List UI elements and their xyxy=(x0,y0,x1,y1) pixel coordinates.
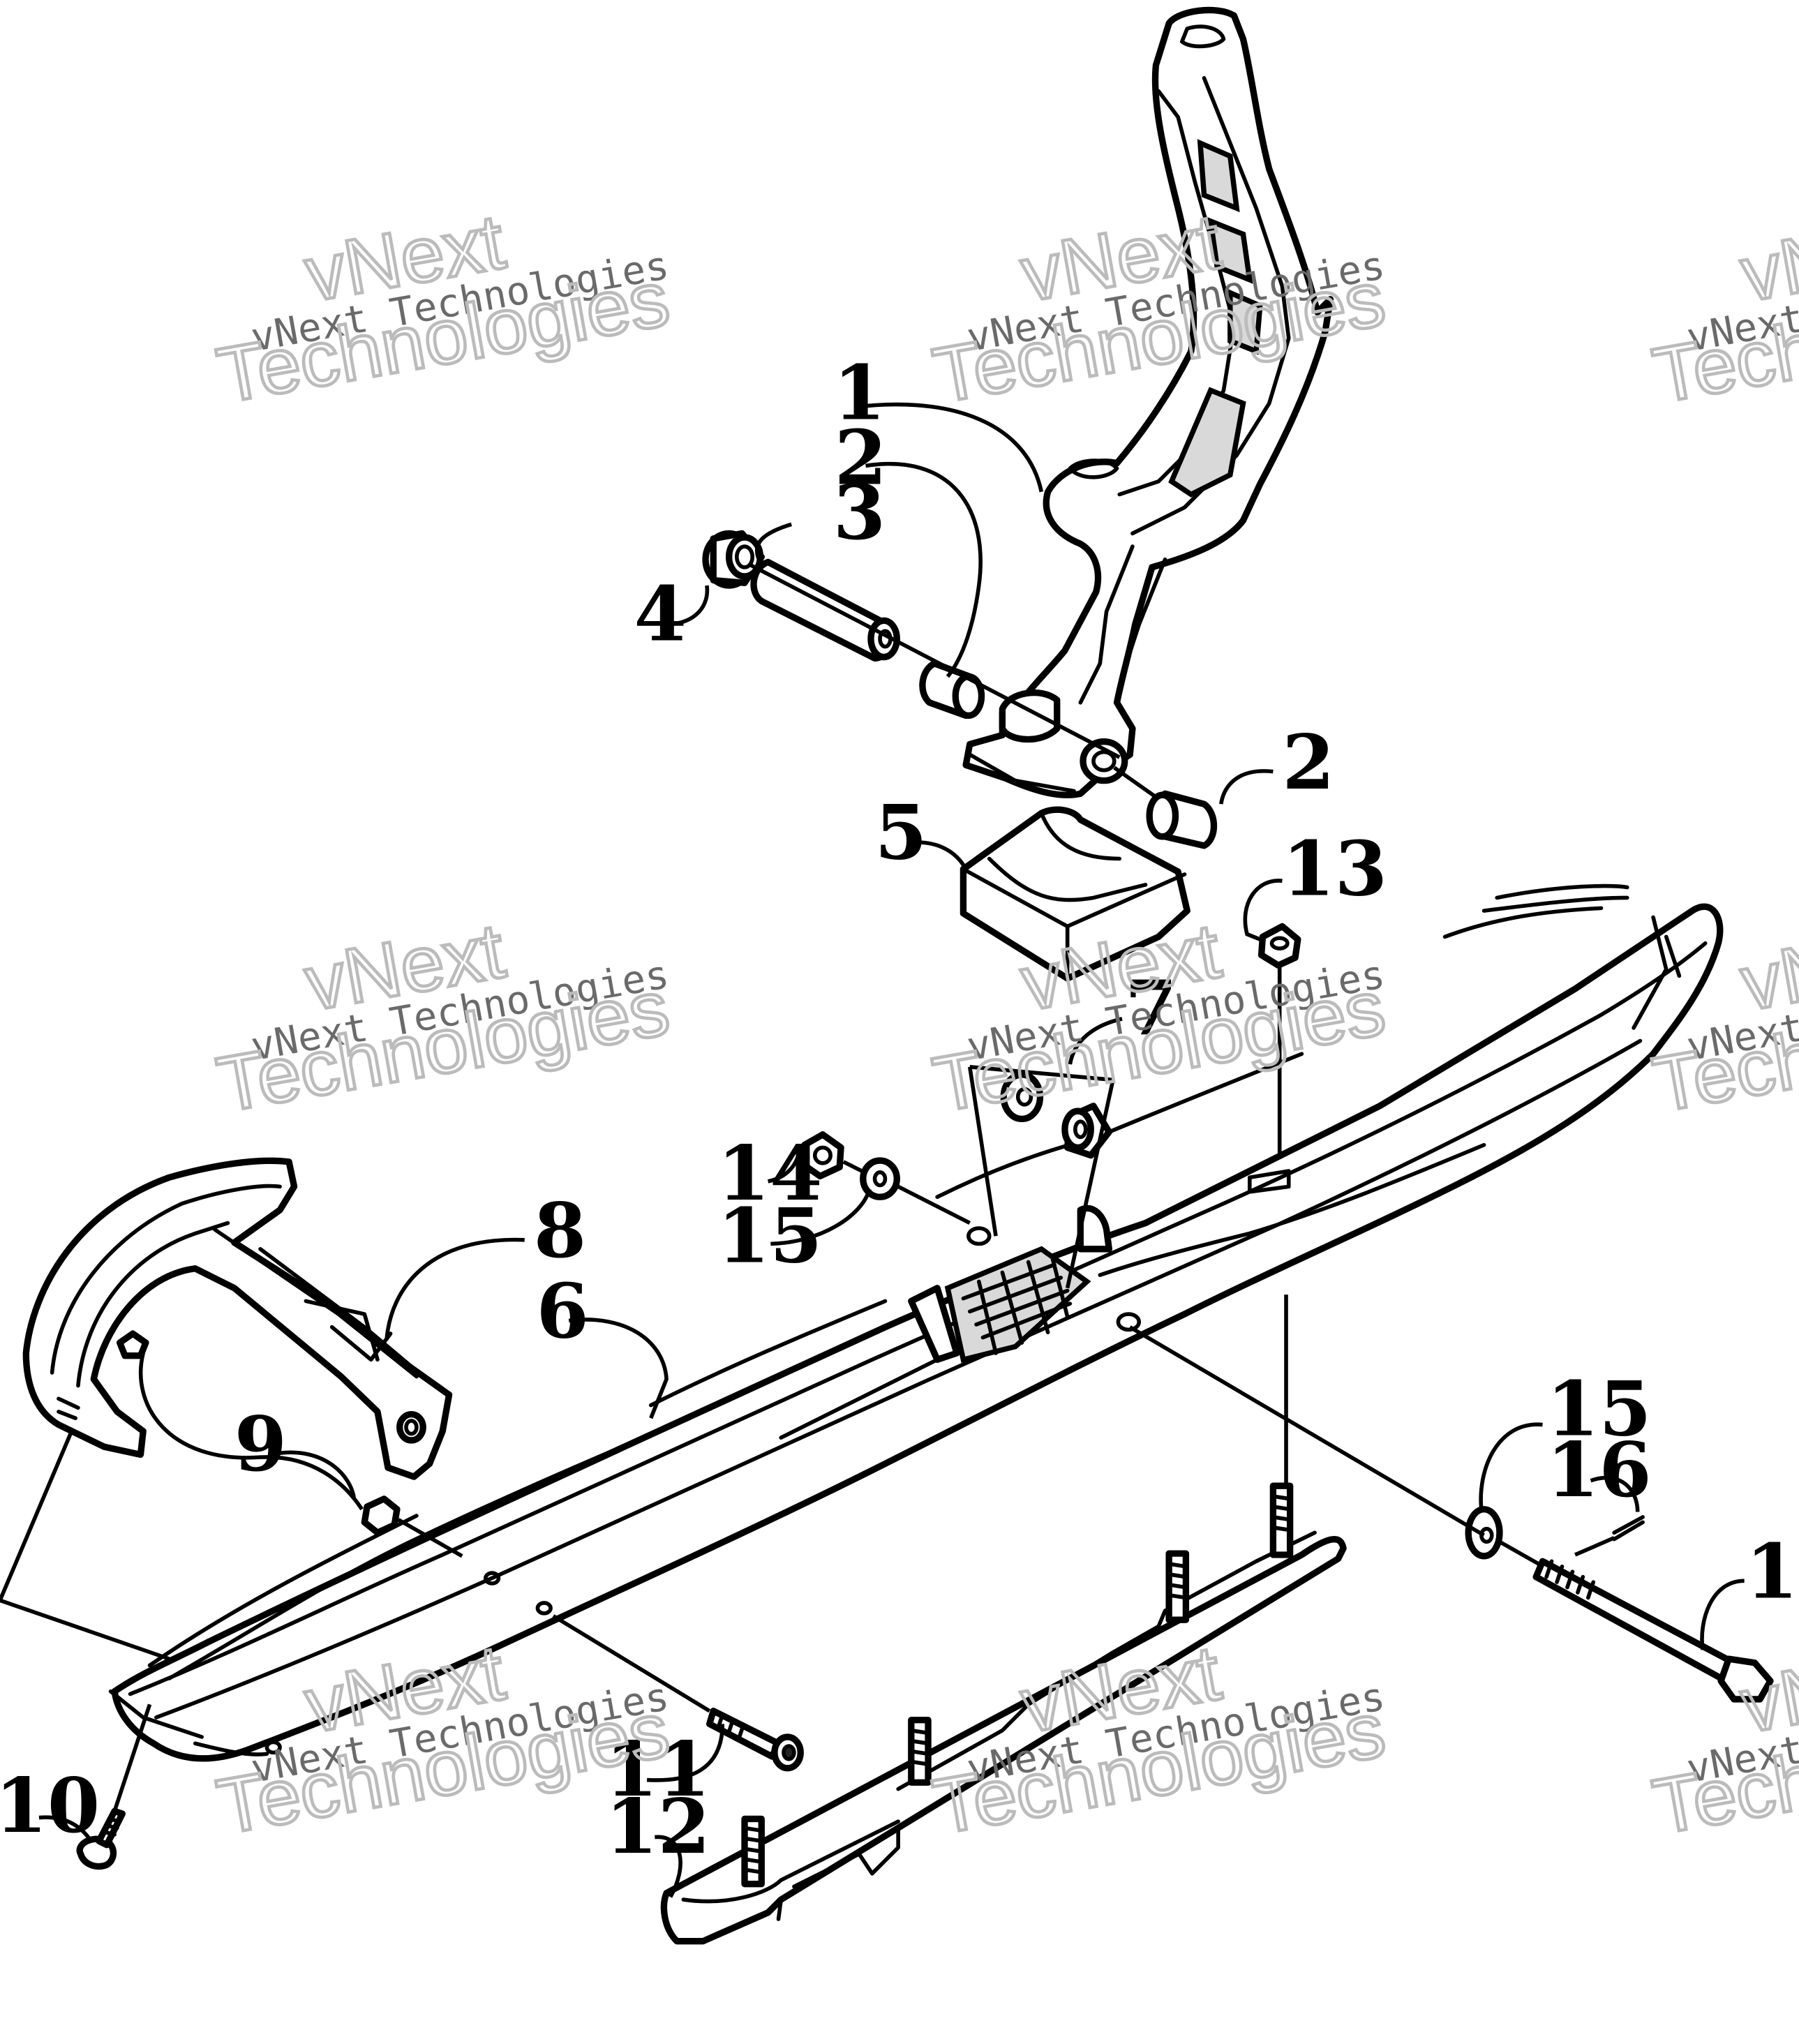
bushing-part-2-lower xyxy=(1146,790,1217,849)
callout-1: 1 xyxy=(833,348,886,437)
callout-6: 6 xyxy=(537,1267,589,1356)
callout-5: 5 xyxy=(875,788,927,877)
ski-grip-pad xyxy=(944,1246,1091,1363)
leader-lines xyxy=(38,402,1745,1898)
callout-15-lower: 15 xyxy=(1546,1364,1652,1453)
callout-9: 9 xyxy=(234,1399,287,1489)
callout-3: 3 xyxy=(833,468,886,557)
callout-7: 7 xyxy=(1125,963,1177,1052)
washer-part-7 xyxy=(1000,1071,1044,1123)
callout-12: 12 xyxy=(605,1782,710,1871)
nut-part-13 xyxy=(1257,923,1301,969)
nut-part-9 xyxy=(361,1495,401,1536)
callout-13: 13 xyxy=(1282,824,1387,913)
wear-bar-part-12 xyxy=(660,1482,1347,1945)
callout-10: 10 xyxy=(0,1761,100,1850)
callout-4: 4 xyxy=(634,569,686,658)
wear-bar-stud xyxy=(1269,1482,1294,1558)
callout-11: 11 xyxy=(605,1724,710,1814)
ski-handle-part-8 xyxy=(22,1157,453,1480)
bolt-part-11 xyxy=(706,1708,804,1772)
callout-16: 16 xyxy=(1546,1425,1652,1514)
callout-8: 8 xyxy=(534,1186,586,1275)
callout-15-upper: 15 xyxy=(717,1191,823,1281)
callout-2-lower: 2 xyxy=(1282,717,1334,807)
bolt-part-17 xyxy=(1532,1558,1774,1703)
callout-2-upper: 2 xyxy=(835,413,887,502)
washer-part-15-lower xyxy=(1465,1506,1503,1560)
cotter-pin-part-16 xyxy=(1612,1515,1645,1542)
ski-body-part-6 xyxy=(108,883,1724,1762)
wear-bar-stud xyxy=(1165,1550,1190,1623)
nut-part-14 xyxy=(800,1131,844,1180)
callout-labels: 1 2 3 4 2 5 13 7 14 15 8 6 9 15 16 17 10… xyxy=(0,348,1799,1871)
spindle-part-1 xyxy=(962,6,1334,798)
bushing-part-4 xyxy=(702,530,765,589)
callout-17: 17 xyxy=(1746,1527,1799,1616)
wear-bar-stud xyxy=(908,1717,932,1786)
callout-14: 14 xyxy=(717,1128,823,1218)
wear-bar-stud xyxy=(741,1815,765,1888)
screw-part-10 xyxy=(76,1807,126,1870)
bump-stop-part-5 xyxy=(960,806,1190,982)
washer-part-15-upper xyxy=(860,1157,900,1200)
